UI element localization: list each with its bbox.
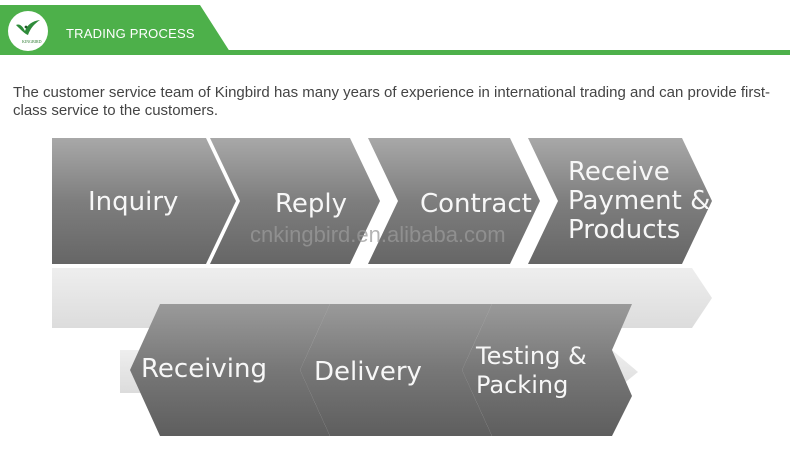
intro-paragraph: The customer service team of Kingbird ha… [13,84,771,119]
step-label-receive-2: Payment & [568,186,710,216]
step-label-reply: Reply [275,189,347,219]
step-label-receiving: Receiving [141,354,267,384]
step-reply-arrow [210,138,380,264]
header-divider [0,50,790,55]
step-label-receive-3: Products [568,215,680,245]
step-label-delivery: Delivery [314,357,422,387]
step-delivery-arrow [300,304,492,436]
step-receive-arrow [528,138,712,264]
watermark: cnkingbird.en.alibaba.com [250,222,506,247]
step-label-contract: Contract [420,189,532,219]
logo-text: KINGBIRD [22,39,42,44]
step-inquiry-arrow [52,138,236,264]
step-label-receive-1: Receive [568,157,670,187]
step-label-testing-1: Testing & [475,342,587,370]
step-label-testing-2: Packing [476,371,568,399]
bird-logo-icon: KINGBIRD [8,11,48,51]
page-title: TRADING PROCESS [66,26,195,41]
step-receiving-arrow [130,304,330,436]
page-header: KINGBIRD TRADING PROCESS [0,0,790,58]
step-testing-arrow [462,304,632,436]
step-label-inquiry: Inquiry [88,187,178,217]
step-contract-arrow [368,138,540,264]
